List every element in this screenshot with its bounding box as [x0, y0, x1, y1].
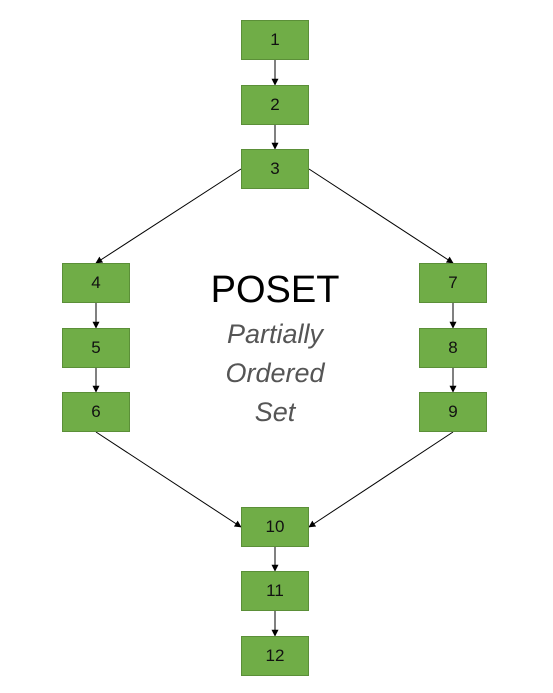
node-6: 6 — [62, 392, 130, 432]
node-9: 9 — [419, 392, 487, 432]
node-label: 6 — [91, 402, 101, 421]
node-label: 10 — [265, 517, 285, 536]
node-8: 8 — [419, 328, 487, 368]
node-2: 2 — [241, 85, 309, 125]
node-3: 3 — [241, 149, 309, 189]
node-1: 1 — [241, 20, 309, 60]
edge-3-4 — [95, 168, 242, 264]
caption-title: POSET — [210, 269, 340, 311]
node-label: 3 — [270, 159, 280, 178]
edge-3-7 — [308, 168, 454, 264]
node-11: 11 — [241, 571, 309, 611]
node-7: 7 — [419, 263, 487, 303]
node-10: 10 — [241, 507, 309, 547]
node-label: 11 — [266, 581, 284, 600]
caption-line-set: Set — [254, 397, 296, 427]
node-label: 8 — [448, 338, 458, 357]
node-label: 5 — [91, 338, 101, 357]
node-5: 5 — [62, 328, 130, 368]
node-label: 9 — [448, 402, 458, 421]
node-label: 4 — [91, 273, 101, 292]
node-label: 7 — [448, 273, 458, 292]
node-label: 2 — [270, 95, 280, 114]
edge-9-10 — [308, 431, 454, 528]
node-12: 12 — [241, 636, 309, 676]
edge-6-10 — [95, 431, 242, 528]
node-4: 4 — [62, 263, 130, 303]
caption-line-partially: Partially — [226, 319, 324, 349]
node-label: 12 — [265, 646, 285, 665]
caption-line-ordered: Ordered — [225, 358, 325, 388]
node-label: 1 — [270, 30, 280, 49]
